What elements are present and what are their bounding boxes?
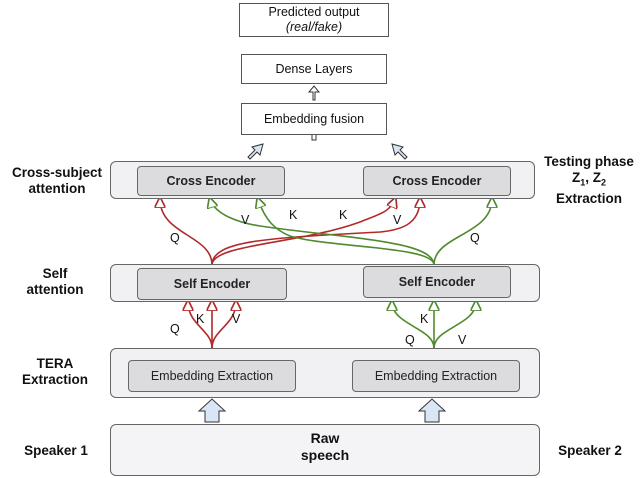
self-right-v-label: V	[458, 333, 467, 347]
cross-encoder-left: Cross Encoder	[137, 166, 285, 196]
dense-layers-box: Dense Layers	[241, 54, 387, 84]
cross-green-connectors	[210, 199, 492, 266]
embedding-extraction-right: Embedding Extraction	[352, 360, 520, 392]
raw-speech-line1: Raw	[310, 430, 340, 446]
self-attention-label: Self attention	[10, 266, 100, 298]
embedding-extraction-right-label: Embedding Extraction	[374, 369, 498, 383]
cross-attention-label-line2: attention	[28, 181, 86, 196]
self-left-k-label: K	[196, 312, 205, 326]
raw-speech-band	[110, 424, 540, 476]
dense-layers-label: Dense Layers	[275, 62, 353, 76]
fusion-arrow-left	[247, 143, 264, 160]
raw-speech-line2: speech	[300, 447, 350, 463]
self-left-q-label: Q	[170, 322, 180, 336]
self-encoder-left-label: Self Encoder	[173, 277, 251, 291]
cross-right-q-label: Q	[470, 231, 480, 245]
raw-to-tera-arrow-right	[417, 398, 447, 423]
cross-encoder-right-label: Cross Encoder	[392, 174, 482, 188]
predicted-output-label: Predicted output	[268, 5, 360, 19]
fusion-arrow-right	[391, 143, 408, 160]
cross-left-k-label: K	[289, 208, 298, 222]
cross-left-v-label: V	[241, 213, 250, 227]
cross-right-k-label: K	[339, 208, 348, 222]
tera-label-line1: TERA	[36, 356, 74, 371]
tera-label-line2: Extraction	[21, 372, 89, 387]
speaker2-label: Speaker 2	[558, 443, 622, 458]
cross-encoder-left-label: Cross Encoder	[166, 174, 256, 188]
cross-attention-label: Cross-subject attention	[2, 165, 112, 197]
raw-speech-label: Raw speech	[290, 430, 360, 464]
cross-attention-label-line1: Cross-subject	[11, 165, 103, 180]
testing-phase-line3: Extraction	[555, 190, 623, 206]
self-encoder-right-label: Self Encoder	[398, 275, 476, 289]
predicted-output-sublabel: (real/fake)	[285, 20, 343, 34]
testing-phase-line1: Testing phase	[544, 154, 634, 169]
self-encoder-left: Self Encoder	[137, 268, 287, 300]
self-left-v-label: V	[232, 312, 241, 326]
embedding-extraction-left-label: Embedding Extraction	[150, 369, 274, 383]
self-right-q-label: Q	[405, 333, 415, 347]
testing-phase-z-line: Z1, Z2	[571, 170, 607, 188]
cross-red-connectors	[160, 199, 420, 266]
tera-extraction-label: TERA Extraction	[8, 356, 102, 388]
embedding-fusion-label: Embedding fusion	[263, 112, 365, 126]
self-encoder-right: Self Encoder	[363, 266, 511, 298]
self-left-qkv-connectors	[188, 302, 236, 349]
embedding-extraction-left: Embedding Extraction	[128, 360, 296, 392]
self-attention-label-line1: Self	[42, 266, 68, 281]
raw-to-tera-arrow-left	[197, 398, 227, 423]
cross-right-v-label: V	[393, 213, 402, 227]
self-right-k-label: K	[420, 312, 429, 326]
up-arrow-dense-to-output	[307, 85, 321, 101]
testing-phase-label: Testing phase Z1, Z2 Extraction	[540, 154, 638, 207]
cross-encoder-right: Cross Encoder	[363, 166, 511, 196]
predicted-output-box: Predicted output (real/fake)	[239, 3, 389, 37]
self-attention-label-line2: attention	[26, 282, 84, 297]
cross-left-q-label: Q	[170, 231, 180, 245]
self-right-qkv-connectors	[392, 302, 476, 349]
embedding-fusion-box: Embedding fusion	[241, 103, 387, 135]
speaker1-label: Speaker 1	[24, 443, 88, 458]
